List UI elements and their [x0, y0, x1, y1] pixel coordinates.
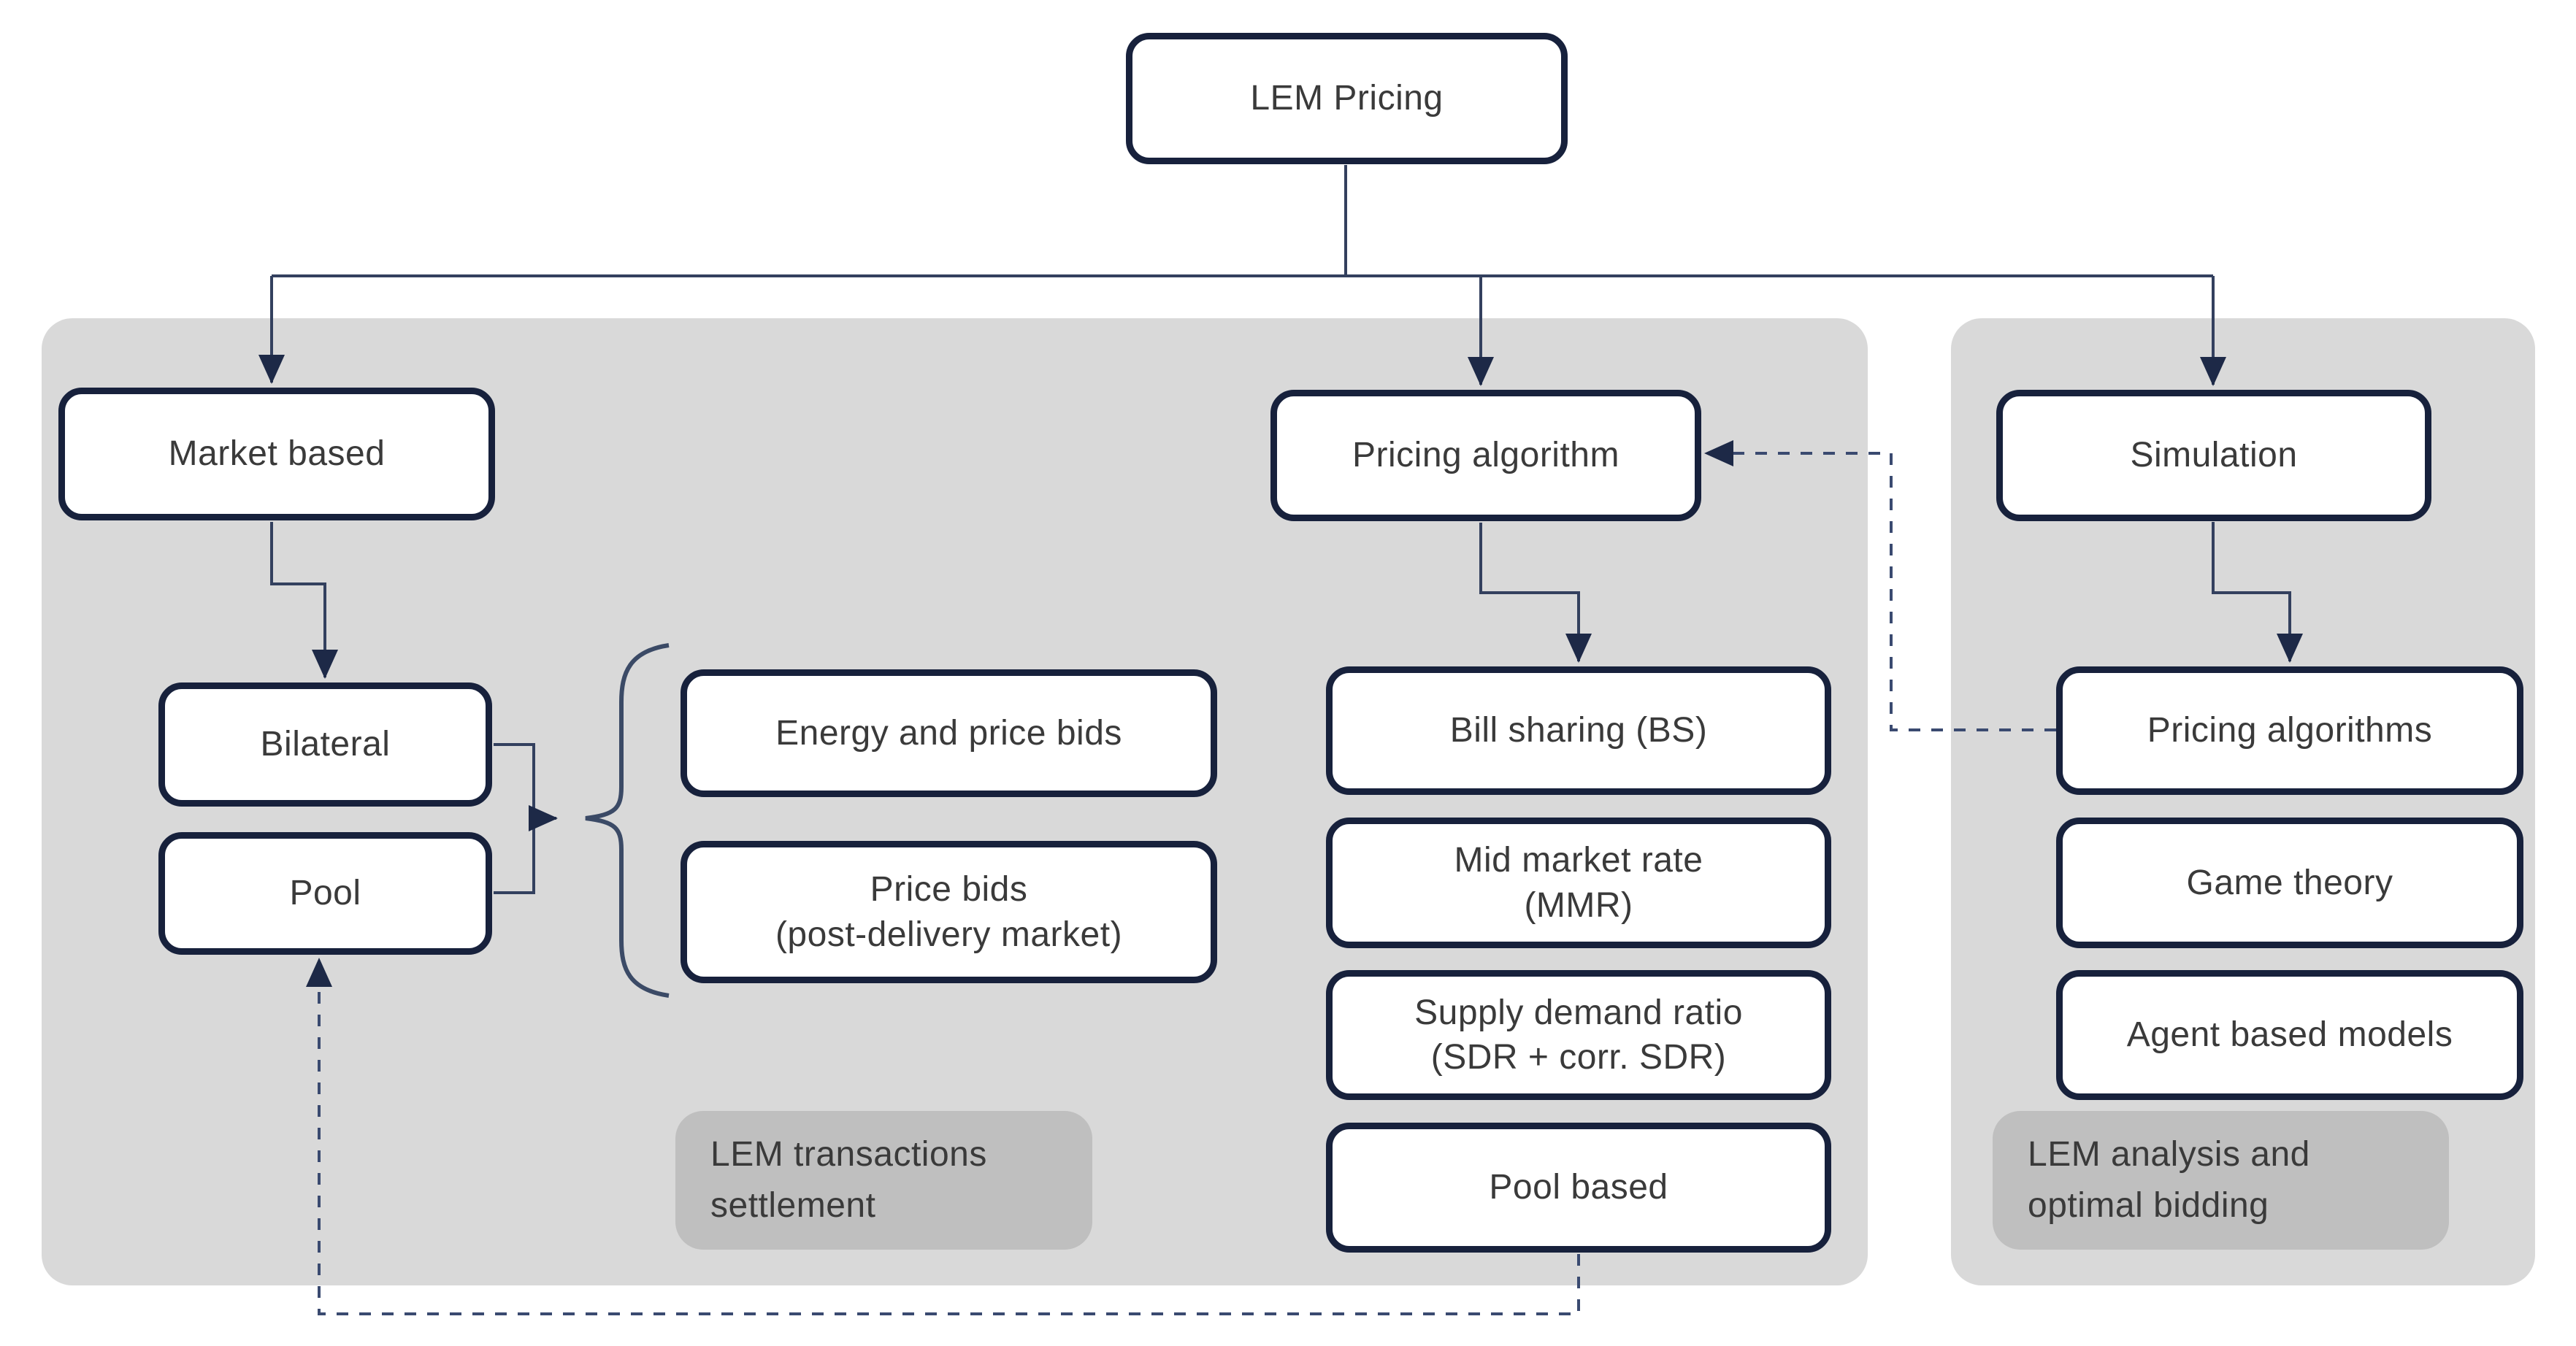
node-energy-and-price-bids: Energy and price bids [681, 669, 1217, 797]
node-pool-based-label: Pool based [1489, 1168, 1668, 1207]
dashed-poolbased-to-pool [306, 958, 1580, 1315]
note-lem-transactions-settlement: LEM transactions settlement [675, 1111, 1092, 1250]
node-simulation: Simulation [1996, 390, 2431, 521]
node-price-bids-label: Price bids (post-delivery market) [775, 870, 1123, 954]
node-pricing-algorithms-label: Pricing algorithms [2147, 711, 2433, 750]
node-supply-demand-ratio: Supply demand ratio (SDR + corr. SDR) [1326, 970, 1831, 1100]
note-lem-analysis-optimal-bidding-label: LEM analysis and optimal bidding [2028, 1135, 2310, 1225]
node-pricing-algorithms: Pricing algorithms [2056, 666, 2523, 795]
node-game-theory-label: Game theory [2186, 863, 2393, 902]
arrow-market-to-bilateral [270, 522, 338, 679]
node-bilateral: Bilateral [158, 682, 492, 807]
brace-group-bids [585, 643, 670, 998]
line-bilateral-pool-join [494, 743, 535, 894]
note-lem-analysis-optimal-bidding: LEM analysis and optimal bidding [1993, 1111, 2449, 1250]
node-game-theory: Game theory [2056, 818, 2523, 948]
node-market-based: Market based [58, 388, 495, 520]
note-lem-transactions-settlement-label: LEM transactions settlement [710, 1135, 987, 1225]
node-lem-pricing-label: LEM Pricing [1250, 79, 1444, 118]
node-bilateral-label: Bilateral [260, 725, 391, 764]
node-agent-based-models: Agent based models [2056, 970, 2523, 1100]
node-mid-market-rate: Mid market rate (MMR) [1326, 818, 1831, 948]
node-simulation-label: Simulation [2130, 436, 2298, 475]
node-energy-and-price-bids-label: Energy and price bids [775, 713, 1122, 753]
node-pricing-algorithm: Pricing algorithm [1270, 390, 1701, 521]
node-pool-based: Pool based [1326, 1123, 1831, 1253]
node-pricing-algorithm-label: Pricing algorithm [1352, 436, 1619, 475]
node-supply-demand-ratio-label: Supply demand ratio (SDR + corr. SDR) [1414, 993, 1743, 1077]
node-pool: Pool [158, 832, 492, 955]
node-agent-based-models-label: Agent based models [2126, 1015, 2453, 1055]
node-pool-label: Pool [289, 874, 361, 913]
node-lem-pricing: LEM Pricing [1126, 33, 1568, 164]
node-bill-sharing: Bill sharing (BS) [1326, 666, 1831, 795]
node-bill-sharing-label: Bill sharing (BS) [1449, 711, 1708, 750]
dashed-pricingalgs-to-pricingalgorithm [1704, 440, 2056, 731]
node-price-bids: Price bids (post-delivery market) [681, 841, 1217, 983]
arrow-simulation-to-pricingalgs [2212, 522, 2303, 663]
node-mid-market-rate-label: Mid market rate (MMR) [1454, 841, 1703, 925]
arrow-pricing-to-billsharing [1479, 523, 1592, 663]
node-market-based-label: Market based [168, 434, 386, 474]
